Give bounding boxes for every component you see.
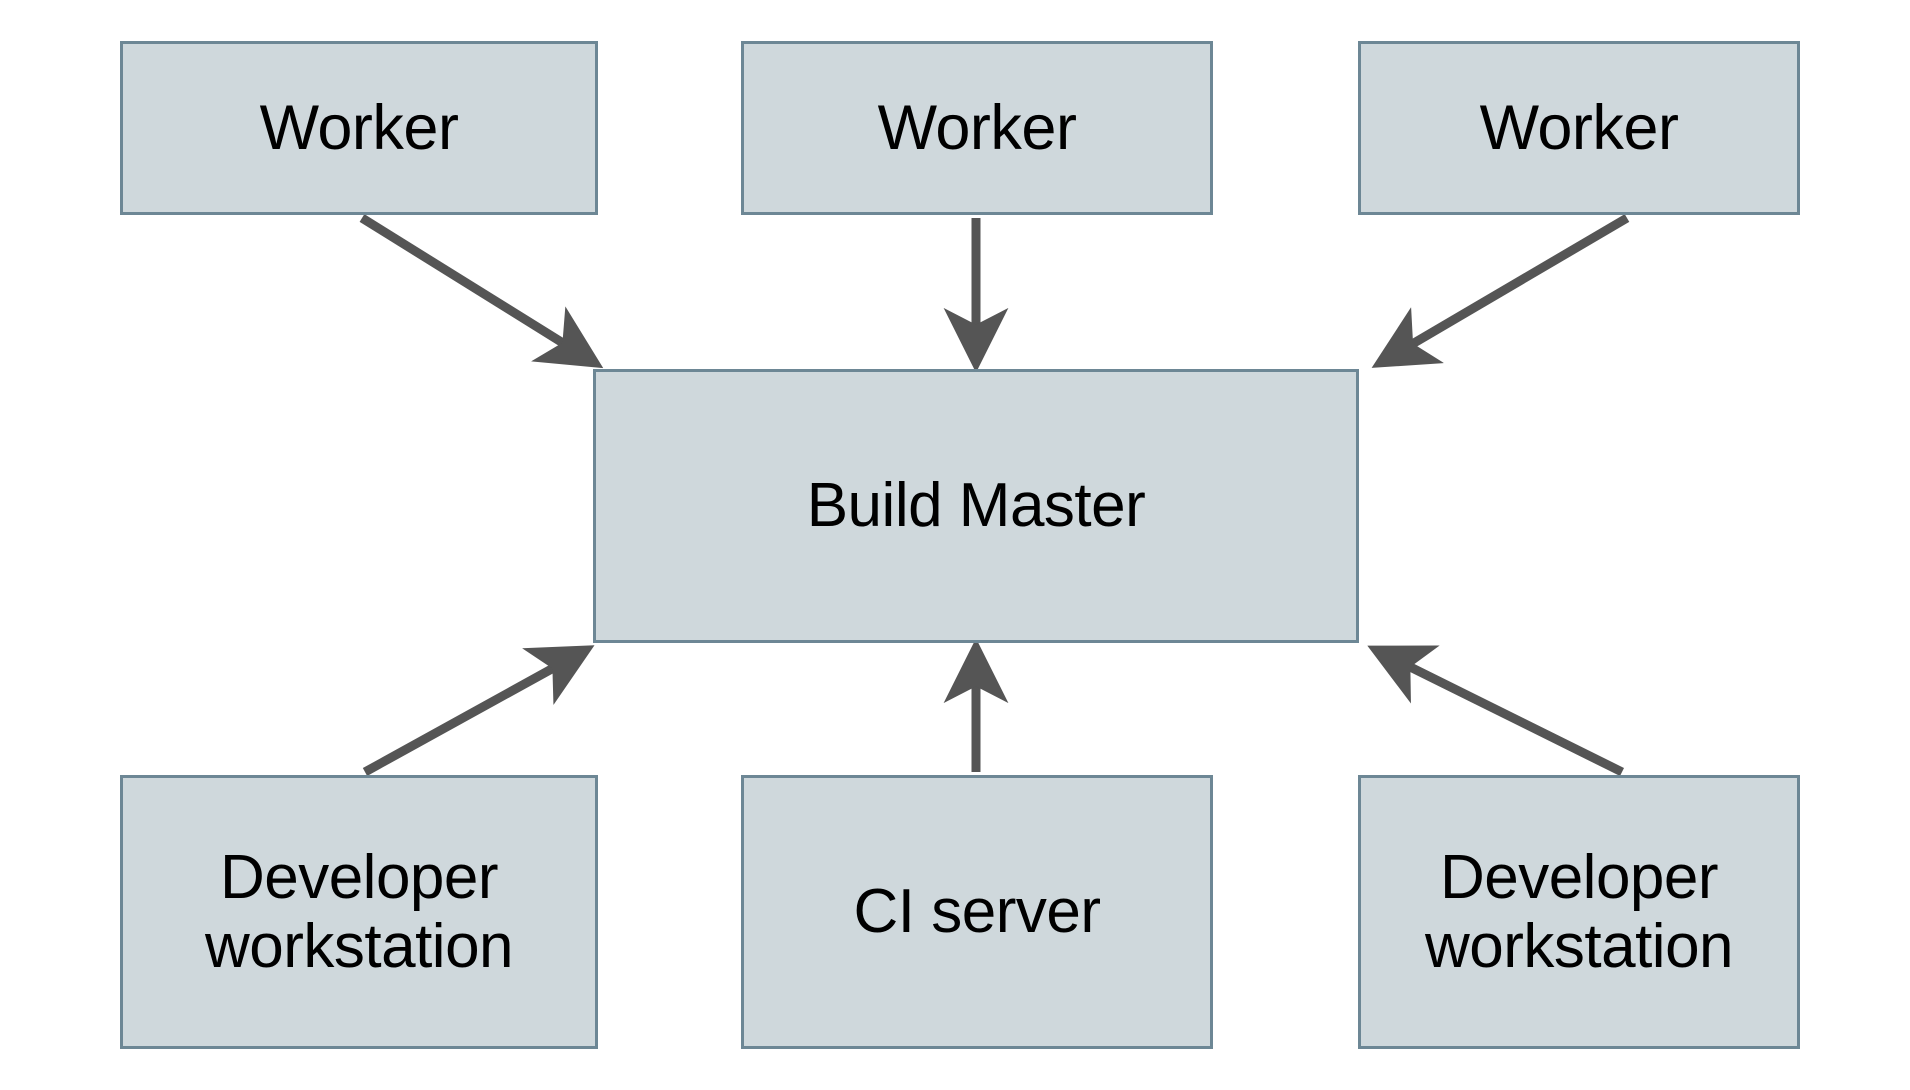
- node-worker-2-label: Worker: [877, 92, 1077, 163]
- edge-worker-3-to-build-master: [1371, 214, 1630, 368]
- edge-dev-ws-1-to-build-master: [362, 645, 595, 776]
- edge-dev-ws-2-to-build-master: [1367, 645, 1624, 777]
- node-worker-3[interactable]: Worker: [1358, 41, 1800, 215]
- node-ci-server[interactable]: CI server: [741, 775, 1213, 1049]
- node-worker-3-label: Worker: [1479, 92, 1679, 163]
- node-ci-server-label: CI server: [853, 877, 1101, 947]
- node-developer-workstation-2[interactable]: Developer workstation: [1358, 775, 1800, 1049]
- node-developer-workstation-1-label: Developer workstation: [204, 842, 514, 981]
- node-developer-workstation-2-label: Developer workstation: [1424, 842, 1734, 981]
- node-worker-2[interactable]: Worker: [741, 41, 1213, 215]
- node-worker-1-label: Worker: [259, 92, 459, 163]
- node-developer-workstation-1[interactable]: Developer workstation: [120, 775, 598, 1049]
- node-worker-1[interactable]: Worker: [120, 41, 598, 215]
- edge-worker-1-to-build-master: [359, 214, 604, 369]
- node-build-master[interactable]: Build Master: [593, 369, 1359, 643]
- node-build-master-label: Build Master: [806, 471, 1146, 541]
